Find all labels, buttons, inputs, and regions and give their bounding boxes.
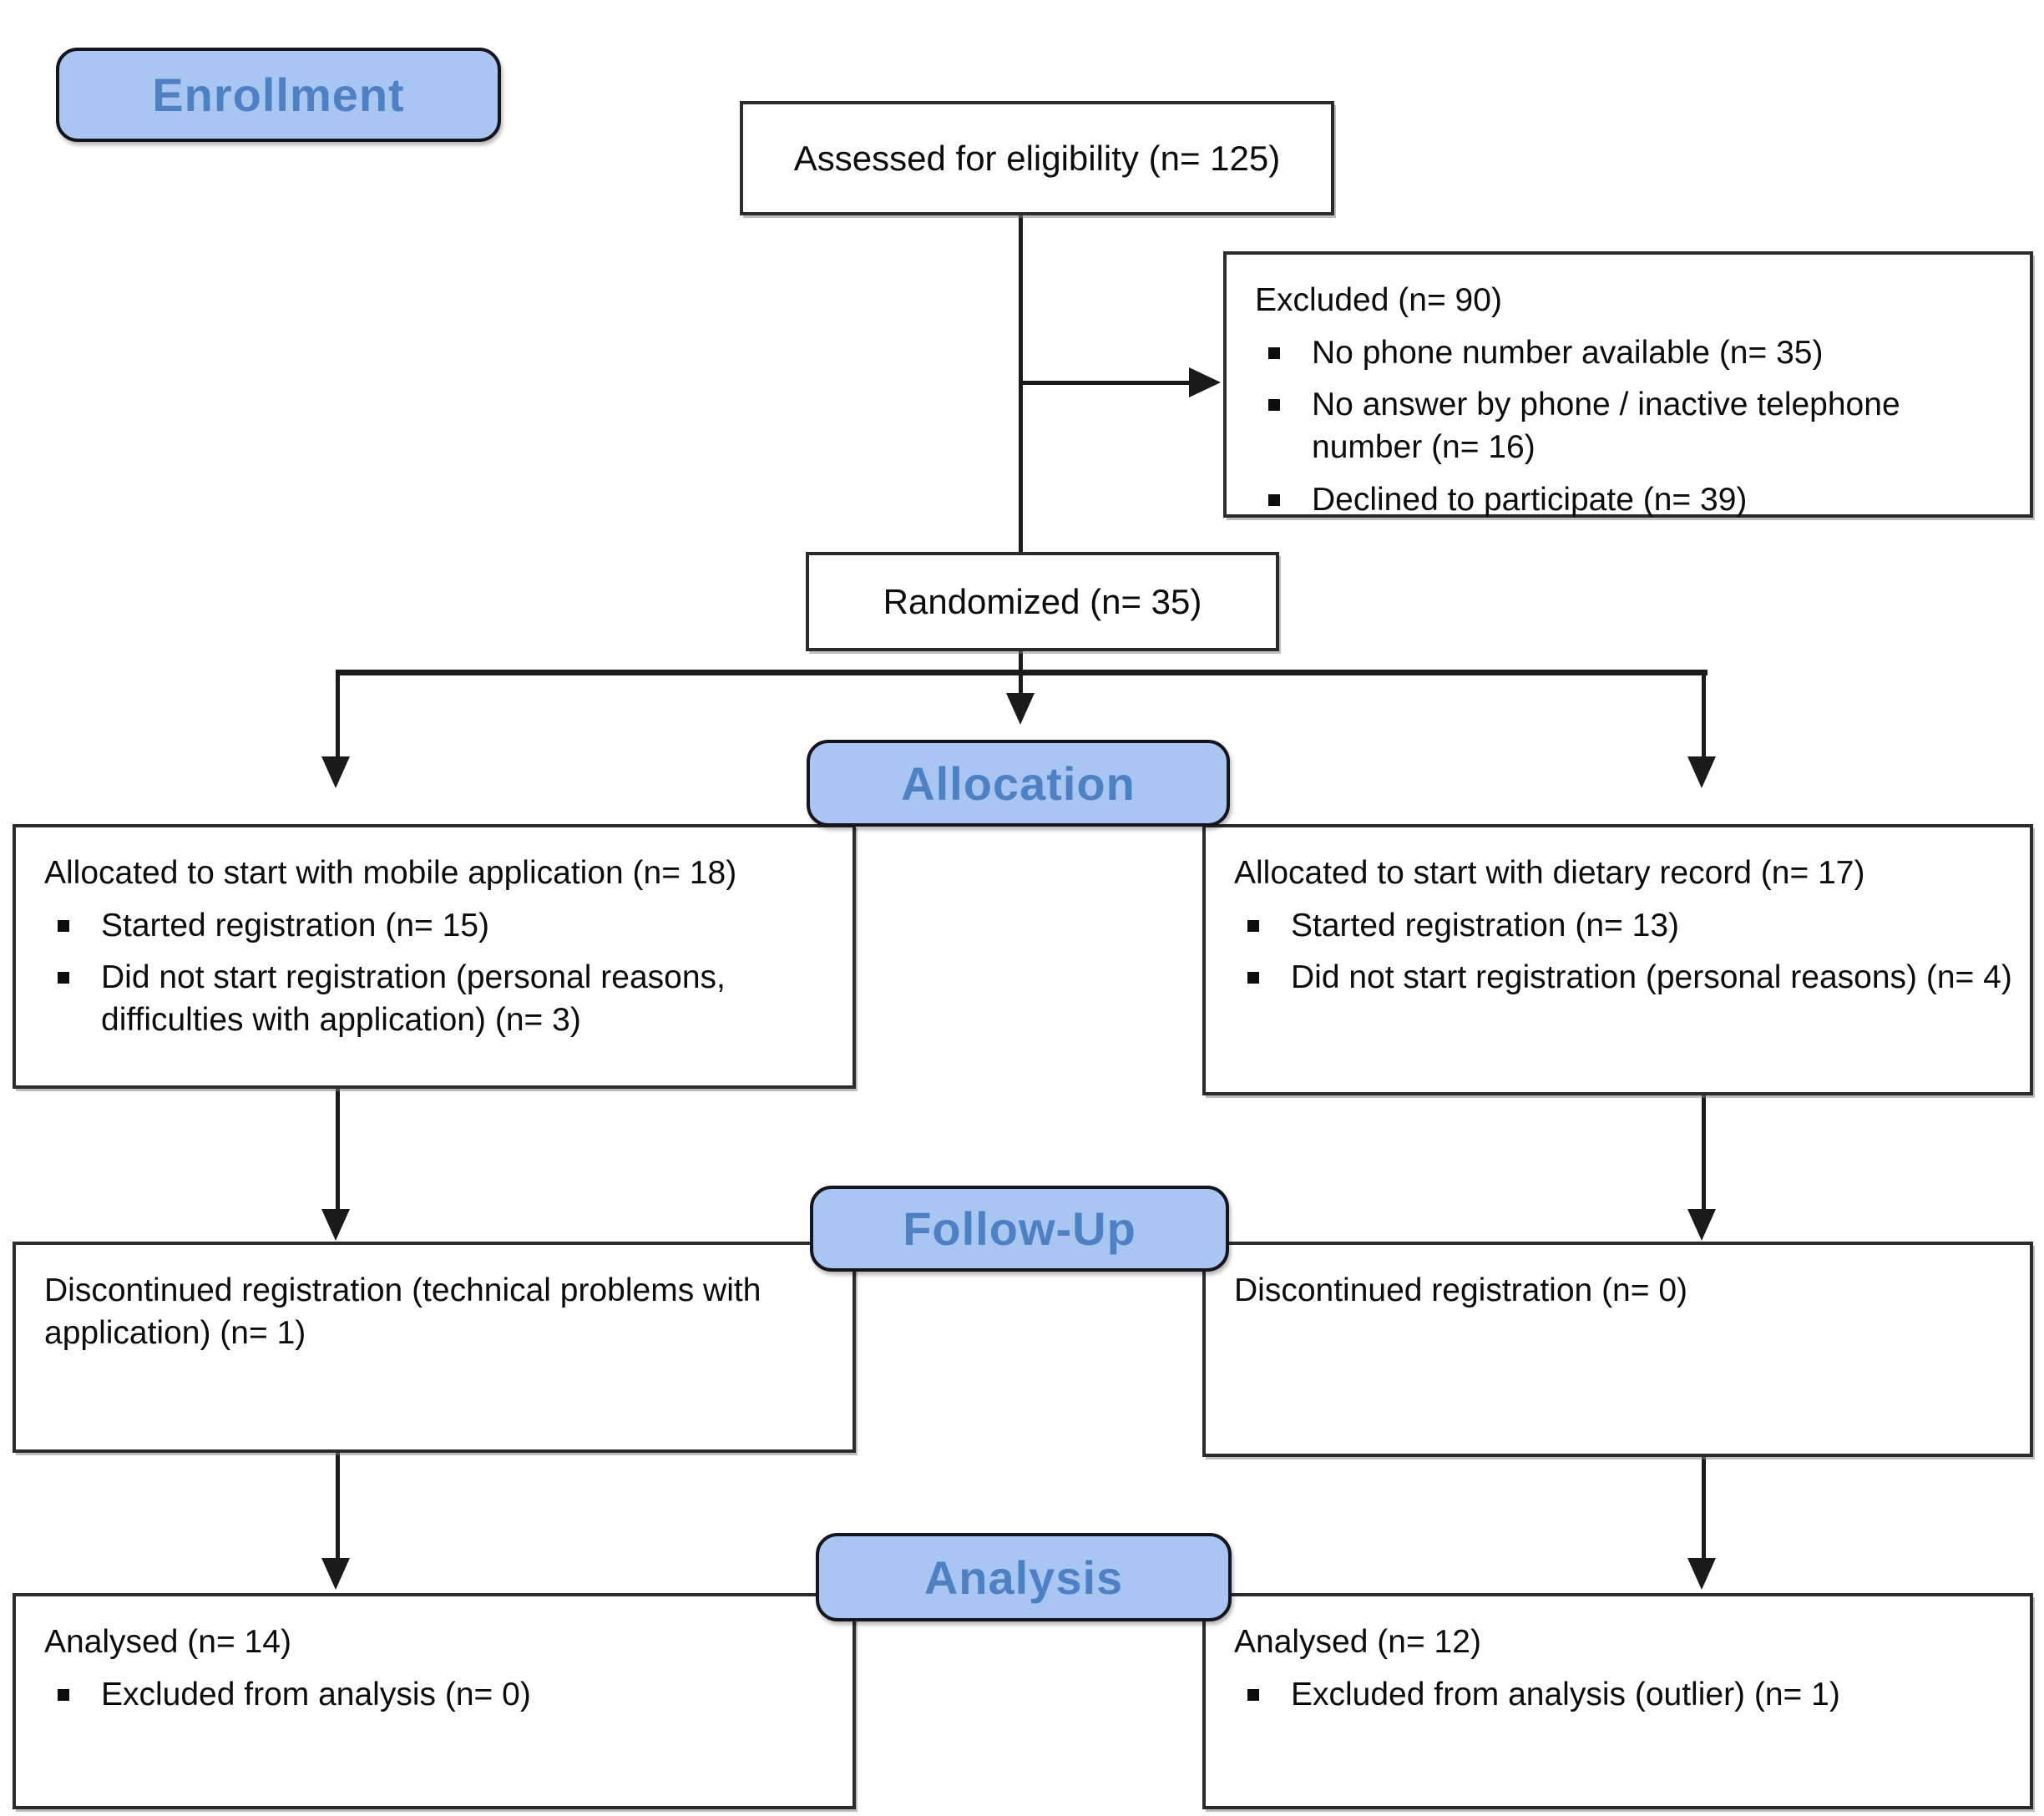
stage-analysis-label: Analysis: [923, 1550, 1124, 1604]
followup-right-title: Discontinued registration (n= 0): [1234, 1272, 1688, 1308]
box-randomized: Randomized (n= 35): [806, 552, 1279, 651]
analysis-right-bullet: Excluded from analysis (outlier) (n= 1): [1234, 1674, 2013, 1717]
analysis-right-title: Analysed (n= 12): [1234, 1624, 1481, 1660]
stage-follow-up-label: Follow-Up: [903, 1202, 1136, 1255]
connector-allocleft-followupleft: [336, 1087, 340, 1212]
box-excluded: Excluded (n= 90) No phone number availab…: [1223, 251, 2033, 518]
arrowhead-followup-left: [321, 1209, 350, 1241]
connector-followupleft-analysisleft: [336, 1451, 340, 1561]
allocation-right-bullet: Did not start registration (personal rea…: [1234, 957, 2013, 999]
allocation-left-title: Allocated to start with mobile applicati…: [44, 855, 737, 891]
arrowhead-allocation-left: [321, 756, 350, 788]
allocation-left-bullet-list: Started registration (n= 15) Did not sta…: [44, 905, 836, 1042]
stage-analysis: Analysis: [816, 1533, 1232, 1621]
analysis-left-title: Analysed (n= 14): [44, 1624, 291, 1660]
arrowhead-analysis-right: [1687, 1558, 1716, 1590]
allocation-left-bullet: Started registration (n= 15): [44, 905, 836, 948]
box-assessed: Assessed for eligibility (n= 125): [740, 101, 1334, 215]
allocation-right-bullet-list: Started registration (n= 13) Did not sta…: [1234, 905, 2013, 999]
connector-allocright-followupright: [1702, 1094, 1706, 1212]
box-allocation-right: Allocated to start with dietary record (…: [1202, 824, 2033, 1095]
arrowhead-followup-right: [1687, 1209, 1716, 1241]
analysis-right-bullet-list: Excluded from analysis (outlier) (n= 1): [1234, 1674, 2013, 1717]
excluded-bullet-list: No phone number available (n= 35) No ans…: [1255, 332, 2013, 522]
connector-excluded-branch: [1019, 381, 1191, 385]
arrowhead-analysis-left: [321, 1558, 350, 1590]
branch-left-line: [336, 670, 340, 760]
excluded-bullet: Declined to participate (n= 39): [1255, 479, 2013, 522]
excluded-title: Excluded (n= 90): [1255, 282, 1502, 318]
stage-enrollment-label: Enrollment: [152, 68, 405, 121]
followup-left-title: Discontinued registration (technical pro…: [44, 1272, 761, 1351]
box-analysis-right: Analysed (n= 12) Excluded from analysis …: [1202, 1593, 2033, 1809]
box-followup-left: Discontinued registration (technical pro…: [13, 1242, 856, 1453]
excluded-bullet: No answer by phone / inactive telephone …: [1255, 384, 2013, 468]
analysis-left-bullet: Excluded from analysis (n= 0): [44, 1674, 836, 1717]
stage-allocation: Allocation: [807, 740, 1230, 827]
branch-right-line: [1702, 670, 1706, 760]
allocation-left-bullet: Did not start registration (personal rea…: [44, 957, 836, 1041]
box-analysis-left: Analysed (n= 14) Excluded from analysis …: [13, 1593, 856, 1809]
split-horizontal-line: [336, 670, 1708, 675]
stage-follow-up: Follow-Up: [810, 1186, 1229, 1272]
box-followup-right: Discontinued registration (n= 0): [1202, 1242, 2033, 1457]
analysis-left-bullet-list: Excluded from analysis (n= 0): [44, 1674, 836, 1717]
randomized-text: Randomized (n= 35): [883, 581, 1202, 621]
arrowhead-excluded: [1189, 367, 1221, 397]
arrowhead-allocation-right: [1687, 756, 1716, 788]
allocation-right-bullet: Started registration (n= 13): [1234, 905, 2013, 948]
connector-followupright-analysisright: [1702, 1455, 1706, 1561]
arrowhead-allocation-label: [1006, 693, 1035, 725]
box-allocation-left: Allocated to start with mobile applicati…: [13, 824, 856, 1089]
excluded-bullet: No phone number available (n= 35): [1255, 332, 2013, 375]
assessed-text: Assessed for eligibility (n= 125): [793, 138, 1281, 178]
stage-enrollment: Enrollment: [56, 48, 501, 142]
stage-allocation-label: Allocation: [901, 756, 1136, 810]
allocation-right-title: Allocated to start with dietary record (…: [1234, 855, 1865, 891]
